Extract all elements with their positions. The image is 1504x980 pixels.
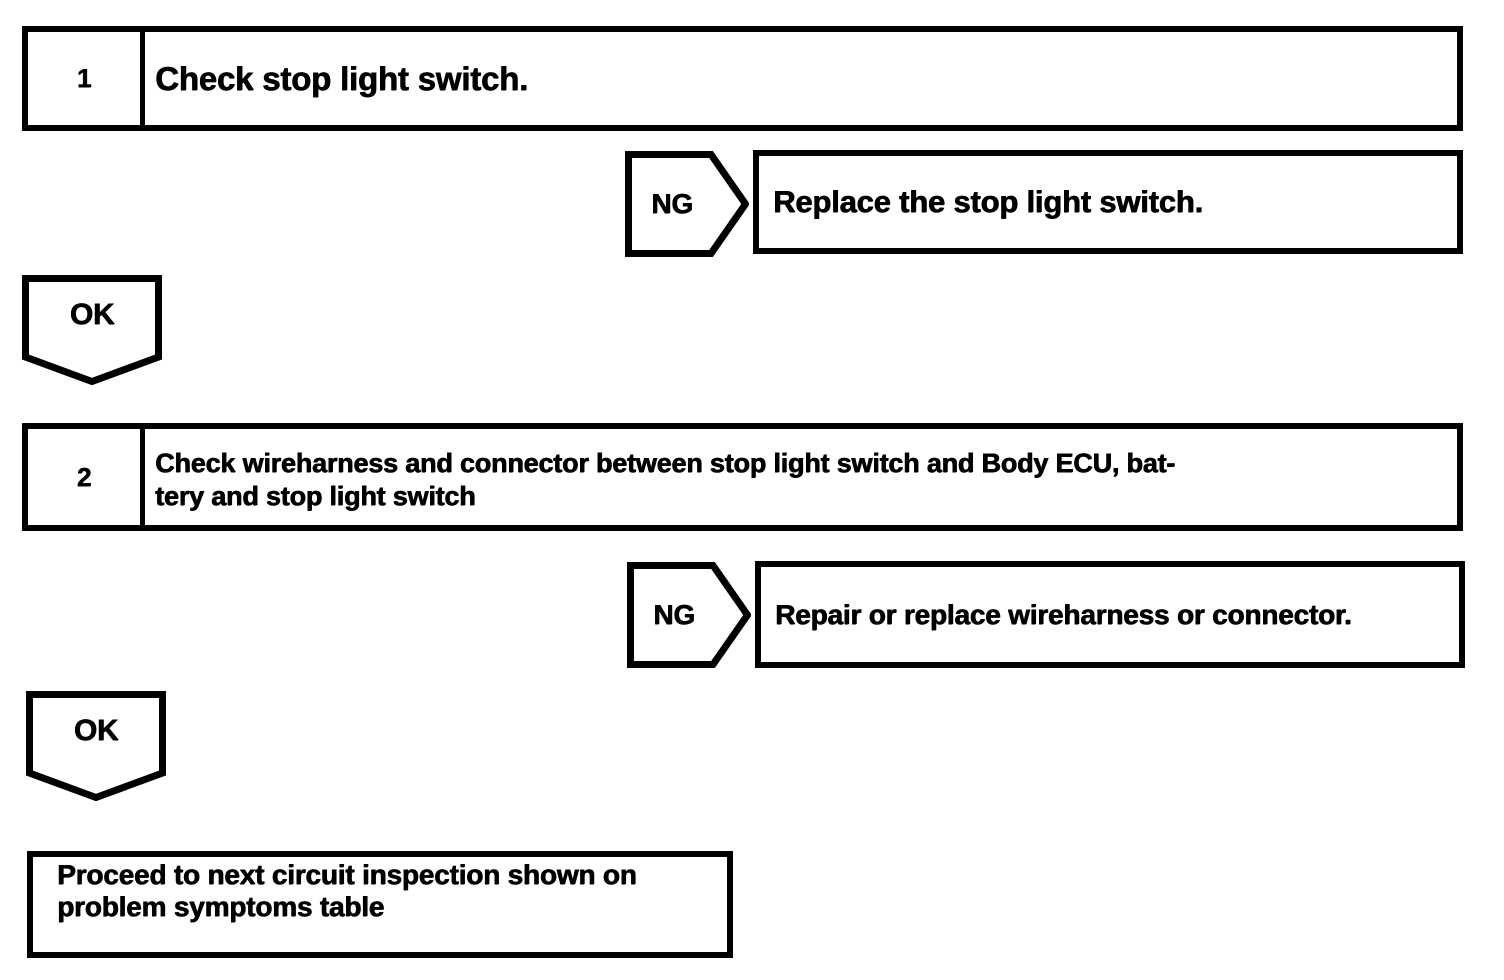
ok-pointer-1: OK <box>22 275 162 385</box>
ok-label-1: OK <box>69 298 115 331</box>
ng-pointer-2: NG <box>627 562 751 668</box>
ok-label-2: OK <box>73 714 119 747</box>
result-2-text: Repair or replace wireharness or connect… <box>775 598 1352 630</box>
result-box-2: Repair or replace wireharness or connect… <box>755 561 1465 668</box>
ng-label-1: NG <box>651 188 693 219</box>
ok-arrow-icon <box>22 275 162 385</box>
step-2-title: Check wireharness and connector between … <box>145 429 1457 525</box>
ok-pointer-2: OK <box>26 691 166 801</box>
step-1-box: 1 Check stop light switch. <box>22 26 1463 131</box>
step-1-title: Check stop light switch. <box>145 32 1457 125</box>
end-box: Proceed to next circuit inspection shown… <box>27 851 733 958</box>
result-box-1: Replace the stop light switch. <box>753 150 1463 254</box>
result-1-text: Replace the stop light switch. <box>773 184 1203 219</box>
step-2-number: 2 <box>28 429 145 525</box>
end-box-line: Proceed to next circuit inspection shown… <box>57 859 637 890</box>
step-2-title-line: Check wireharness and connector between … <box>155 447 1175 478</box>
step-2-title-line: tery and stop light switch <box>155 480 476 511</box>
end-box-line: problem symptoms table <box>57 891 385 922</box>
ng-arrow-icon <box>627 562 751 668</box>
ng-arrow-icon <box>625 151 749 257</box>
step-2-box: 2 Check wireharness and connector betwee… <box>22 423 1463 531</box>
ng-label-2: NG <box>653 599 695 630</box>
step-1-title-line: Check stop light switch. <box>155 59 528 97</box>
ng-pointer-1: NG <box>625 151 749 257</box>
step-1-number: 1 <box>28 32 145 125</box>
ok-arrow-icon <box>26 691 166 801</box>
